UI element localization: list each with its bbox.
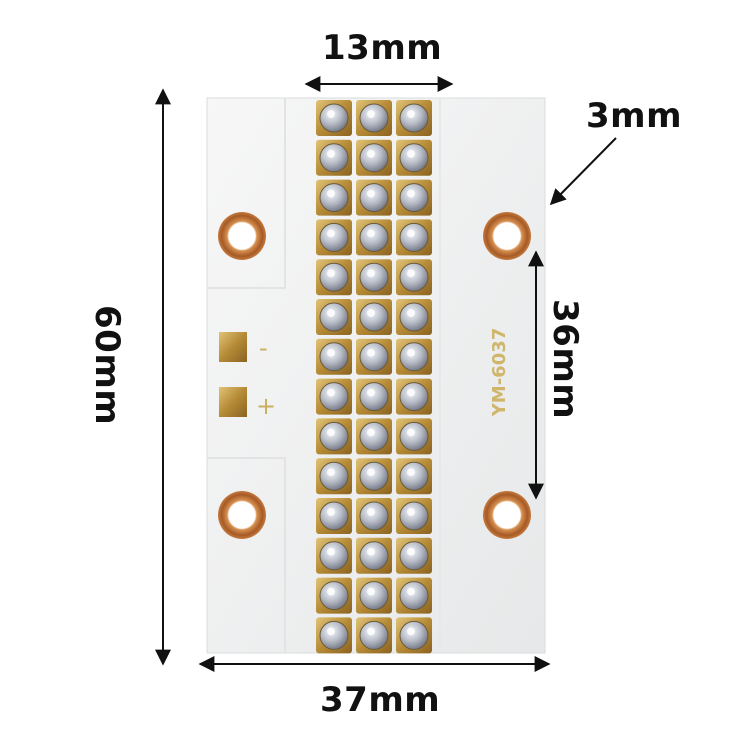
dim-label-60mm: 60mm bbox=[87, 305, 127, 426]
led-chip bbox=[356, 458, 392, 495]
dim-label-3mm: 3mm bbox=[586, 96, 683, 136]
led-chip bbox=[356, 537, 392, 574]
led-chip bbox=[356, 100, 392, 136]
led-chip bbox=[356, 179, 392, 216]
led-chip bbox=[316, 179, 352, 216]
led-chip bbox=[356, 259, 392, 296]
minus-mark: - bbox=[259, 334, 268, 362]
led-chip bbox=[356, 378, 392, 415]
led-chip bbox=[316, 458, 352, 495]
dim-label-36mm: 36mm bbox=[545, 299, 585, 420]
mount-hole-bottom-left bbox=[218, 491, 266, 539]
dim-label-13mm: 13mm bbox=[322, 28, 443, 68]
led-chip bbox=[396, 338, 432, 375]
led-chip bbox=[396, 179, 432, 216]
led-chip bbox=[396, 299, 432, 335]
led-chip bbox=[316, 100, 352, 136]
led-chip bbox=[316, 418, 352, 455]
led-chip bbox=[316, 338, 352, 375]
led-chip bbox=[356, 139, 392, 176]
led-chip bbox=[316, 617, 352, 654]
led-chip bbox=[316, 577, 352, 614]
led-chip bbox=[396, 498, 432, 534]
led-chip bbox=[396, 418, 432, 455]
plus-mark: + bbox=[256, 392, 276, 420]
led-chip bbox=[356, 418, 392, 455]
led-chip bbox=[396, 458, 432, 495]
pad-positive bbox=[219, 387, 247, 417]
led-chip bbox=[356, 299, 392, 335]
led-chip bbox=[356, 498, 392, 534]
dim-label-37mm: 37mm bbox=[320, 680, 441, 720]
led-chip bbox=[396, 617, 432, 654]
led-chip bbox=[396, 259, 432, 296]
led-chip bbox=[356, 338, 392, 375]
pad-negative bbox=[219, 332, 247, 362]
led-chip bbox=[396, 219, 432, 256]
led-chip bbox=[356, 617, 392, 654]
led-chip bbox=[396, 378, 432, 415]
dim-arrow-edge bbox=[549, 137, 617, 206]
led-chip bbox=[396, 100, 432, 136]
led-chip bbox=[316, 498, 352, 534]
led-chip bbox=[396, 537, 432, 574]
led-chip bbox=[316, 259, 352, 296]
led-chip bbox=[356, 577, 392, 614]
mount-hole-top-left bbox=[218, 212, 266, 260]
led-chip bbox=[396, 577, 432, 614]
led-chip bbox=[316, 378, 352, 415]
led-array bbox=[316, 100, 432, 654]
led-chip bbox=[356, 219, 392, 256]
led-chip bbox=[316, 219, 352, 256]
led-chip bbox=[316, 299, 352, 335]
model-label: YM-6037 bbox=[489, 328, 510, 418]
mount-hole-bottom-right bbox=[483, 491, 531, 539]
led-chip bbox=[316, 139, 352, 176]
led-chip bbox=[316, 537, 352, 574]
mount-hole-top-right bbox=[483, 212, 531, 260]
led-chip bbox=[396, 139, 432, 176]
